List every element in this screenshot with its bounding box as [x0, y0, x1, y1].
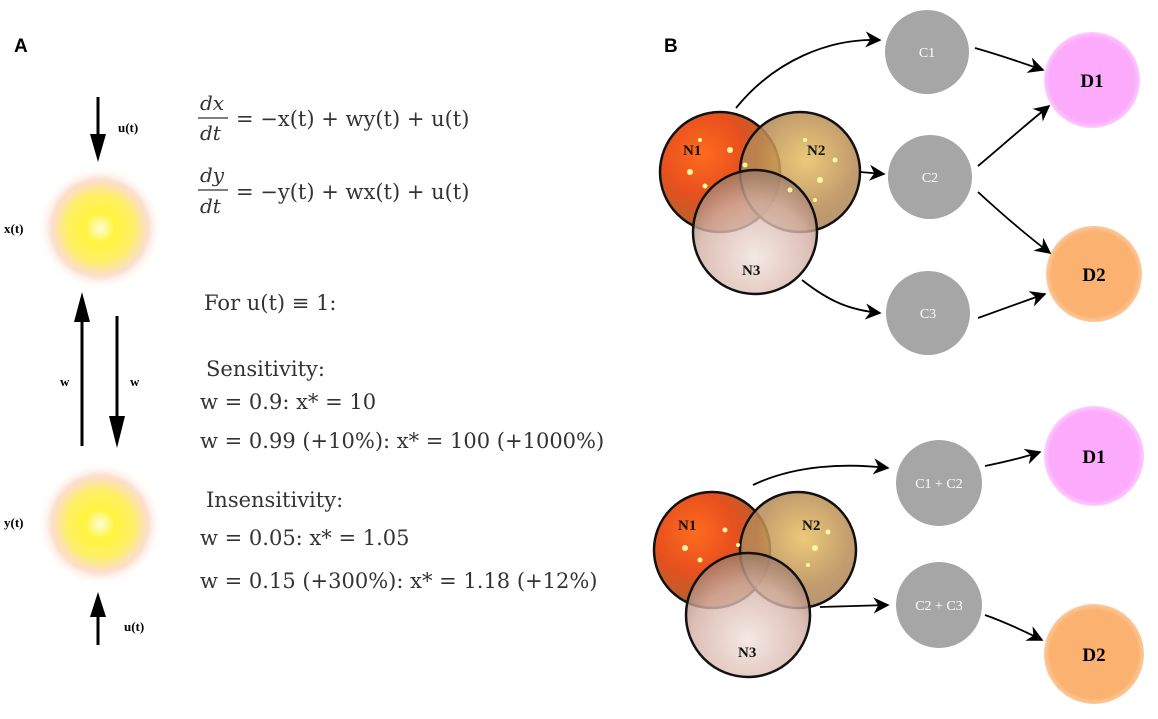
panel-b-letter: B [664, 36, 678, 57]
weight-up-label: w [60, 374, 70, 389]
arrow-c2-to-d2 [977, 191, 1052, 254]
weight-arrow-up [74, 292, 90, 446]
node-y-glow [38, 462, 162, 586]
weight-arrow-down [109, 316, 125, 448]
input-arrow-bottom [90, 592, 106, 645]
eq2-rhs: = −y(t) + wx(t) + u(t) [236, 180, 469, 204]
venn-top-n3 [691, 168, 819, 296]
venn-bottom: N1 N2 N3 [652, 490, 858, 679]
input-top-label: u(t) [118, 120, 138, 135]
node-x-glow [38, 166, 162, 290]
input-bottom-label: u(t) [124, 619, 144, 634]
output-d1-bottom-label: D1 [1082, 447, 1105, 468]
venn-bottom-n3 [684, 551, 812, 679]
equation-1: dx dt = −x(t) + wy(t) + u(t) [198, 91, 469, 145]
sensitivity-heading: Sensitivity: [206, 357, 325, 381]
eq1-denominator: dt [200, 121, 222, 145]
arrow-c2-to-d1 [977, 104, 1051, 167]
bottom-network-arrows [752, 448, 1044, 641]
venn-top: N1 N2 N3 [658, 110, 862, 296]
arrow-venn-to-c2 [859, 164, 886, 181]
panel-a-letter: A [14, 36, 28, 57]
cluster-c1 [885, 10, 969, 94]
cluster-c2-label: C2 [922, 171, 938, 186]
weight-down-label: w [130, 374, 140, 389]
venn-bottom-n1-label: N1 [678, 518, 696, 534]
venn-top-n2-label: N2 [807, 143, 825, 159]
output-d1-bottom [1044, 406, 1144, 506]
arrow-c3-to-d2 [977, 291, 1047, 319]
equation-2: dy dt = −y(t) + wx(t) + u(t) [198, 163, 469, 218]
arrow-c2c3-to-d2 [984, 614, 1044, 641]
insensitivity-line-1: w = 0.05: x* = 1.05 [200, 526, 409, 550]
eq2-denominator: dt [200, 194, 222, 218]
arrow-venn-to-c1c2 [752, 458, 890, 486]
venn-bottom-n3-label: N3 [738, 645, 756, 661]
eq2-numerator: dy [200, 163, 225, 187]
output-d1-top [1044, 32, 1140, 128]
eq1-numerator: dx [200, 91, 224, 115]
cluster-c2-c3-label: C2 + C3 [915, 599, 963, 614]
node-x-label: x(t) [4, 221, 24, 236]
top-network-arrows [735, 31, 1052, 320]
cluster-c3-label: C3 [920, 307, 936, 322]
arrow-venn-to-c2c3 [819, 597, 890, 614]
insensitivity-line-2: w = 0.15 (+300%): x* = 1.18 (+12%) [200, 569, 598, 593]
arrow-venn-to-c1 [735, 31, 882, 109]
arrow-venn-to-c3 [801, 279, 882, 320]
output-d2-top-label: D2 [1082, 265, 1105, 286]
sensitivity-line-2: w = 0.99 (+10%): x* = 100 (+1000%) [200, 429, 604, 453]
cluster-c1-label: C1 [919, 46, 935, 61]
cluster-c1-c2 [896, 440, 982, 526]
input-arrow-top [90, 97, 106, 162]
venn-bottom-n2-label: N2 [802, 518, 820, 534]
arrow-c1-to-d1 [974, 47, 1045, 73]
eq1-rhs: = −x(t) + wy(t) + u(t) [236, 107, 469, 131]
condition-text: For u(t) ≡ 1: [204, 291, 337, 315]
output-d1-top-label: D1 [1080, 71, 1103, 92]
insensitivity-heading: Insensitivity: [206, 488, 343, 512]
venn-top-n1-label: N1 [683, 143, 701, 159]
node-y-label: y(t) [4, 515, 24, 530]
output-d2-bottom-label: D2 [1082, 645, 1105, 666]
venn-top-n3-label: N3 [742, 263, 760, 279]
sensitivity-line-1: w = 0.9: x* = 10 [200, 390, 376, 414]
cluster-c1-c2-label: C1 + C2 [915, 477, 963, 492]
output-d2-bottom [1044, 604, 1144, 704]
output-d2-top [1046, 226, 1142, 322]
arrow-c1c2-to-d1 [984, 448, 1042, 467]
cluster-c2 [888, 135, 972, 219]
cluster-c2-c3 [896, 562, 982, 648]
cluster-c3 [886, 271, 970, 355]
